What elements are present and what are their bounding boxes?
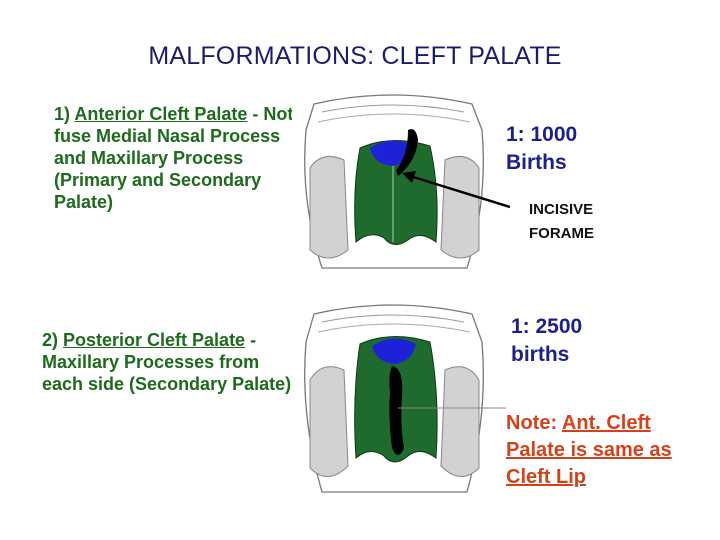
anterior-cleft-name: Anterior Cleft Palate xyxy=(74,104,248,124)
note-body: Ant. Cleft Palate is same as Cleft Lip xyxy=(506,412,672,488)
posterior-cleft-name: Posterior Cleft Palate xyxy=(63,330,246,350)
posterior-number: 2) xyxy=(42,330,64,350)
posterior-cleft-description: 2) Posterior Cleft Palate - Maxillary Pr… xyxy=(42,329,292,395)
note-prefix: Note: xyxy=(506,412,562,434)
anterior-incidence: 1: 1000 Births xyxy=(506,123,578,174)
premaxilla xyxy=(372,338,416,364)
anterior-number: 1) xyxy=(54,104,75,124)
note-text: Note: Ant. Cleft Palate is same as Cleft… xyxy=(506,410,706,491)
slide-title: MALFORMATIONS: CLEFT PALATE xyxy=(148,42,562,70)
posterior-cleft-detail: Maxillary Processes from each side (Seco… xyxy=(42,352,292,394)
posterior-incidence: 1: 2500 births xyxy=(511,315,583,366)
anterior-dash: - xyxy=(247,104,259,124)
anterior-cleft-diagram xyxy=(292,90,497,270)
posterior-cleft xyxy=(389,366,404,455)
anterior-cleft-description: 1) Anterior Cleft Palate - Not fuse Medi… xyxy=(54,103,294,213)
posterior-dash: - xyxy=(245,330,257,350)
incisive-foramen-label: INCISIVE FORAME xyxy=(529,201,594,242)
palate-shelves xyxy=(354,139,438,245)
anterior-cleft-detail: Not fuse Medial Nasal Process and Maxill… xyxy=(54,104,294,212)
posterior-cleft-diagram xyxy=(292,296,497,496)
anterior-cleft xyxy=(396,129,418,176)
